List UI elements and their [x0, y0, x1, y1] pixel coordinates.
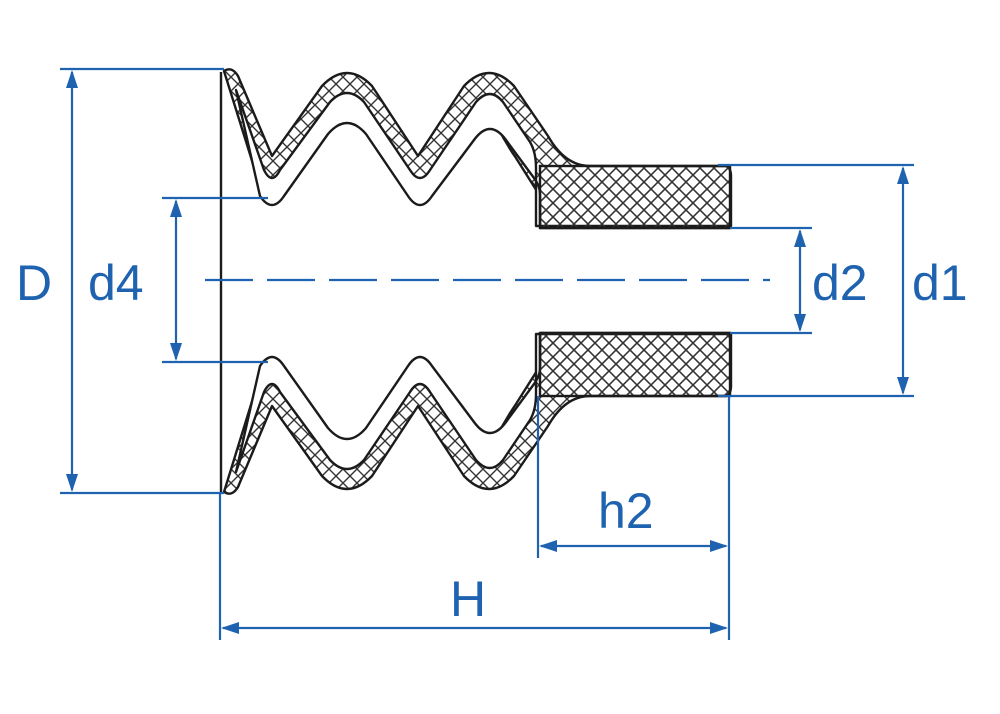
neck-bottom-section — [538, 331, 732, 398]
H-arrow-left — [221, 622, 239, 634]
label-D: D — [16, 255, 52, 311]
h2-arrow-left — [539, 540, 557, 552]
d1-arrow-bottom — [897, 377, 909, 395]
label-h2: h2 — [598, 483, 654, 539]
d4-arrow-bottom — [170, 343, 182, 361]
dimensions — [60, 67, 914, 640]
arrowheads — [66, 70, 909, 634]
bottom-inner-cut — [234, 332, 542, 474]
d4-arrow-top — [170, 199, 182, 217]
d2-arrow-bottom — [794, 314, 806, 332]
H-arrow-right — [710, 622, 728, 634]
d1-arrow-top — [897, 166, 909, 184]
label-H: H — [450, 571, 486, 627]
neck-top-section — [538, 164, 732, 230]
top-inner-cut — [234, 88, 542, 228]
h2-arrow-right — [710, 540, 728, 552]
label-d1: d1 — [912, 255, 968, 311]
d2-arrow-top — [794, 229, 806, 247]
D-arrow-top — [66, 70, 78, 88]
dimension-labels: D d4 d2 d1 h2 H — [16, 255, 968, 627]
D-arrow-bottom — [66, 474, 78, 492]
label-d4: d4 — [88, 255, 144, 311]
label-d2: d2 — [812, 255, 868, 311]
